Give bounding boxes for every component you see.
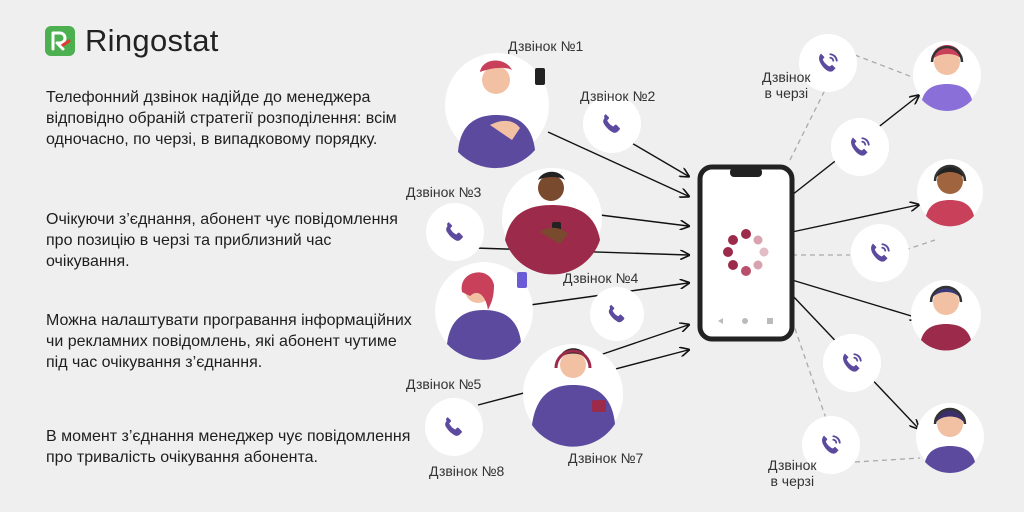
smartphone — [697, 164, 795, 342]
manager-1-avatar — [913, 41, 981, 111]
caller-3-phone-icon — [426, 203, 484, 261]
label-queue-bottom: Дзвінок в черзі — [768, 457, 817, 489]
label-call-2: Дзвінок №2 — [580, 88, 656, 104]
manager-3-avatar — [911, 280, 981, 351]
ringostat-logo-icon — [45, 26, 75, 56]
caller-1-avatar — [445, 53, 549, 169]
queue-line-top-b — [854, 54, 921, 81]
brand-name: Ringostat — [85, 23, 219, 58]
arrow-call-2 — [629, 141, 688, 176]
caller-3-avatar — [502, 168, 602, 275]
caller-4-phone-icon — [590, 287, 644, 341]
queue-phone-icon-mid — [851, 224, 909, 282]
loading-spinner-icon — [723, 229, 769, 276]
label-call-5: Дзвінок №5 — [406, 376, 482, 392]
manager-2-avatar — [917, 159, 983, 227]
caller-2-phone-icon — [583, 95, 641, 153]
caller-8-phone-icon — [425, 398, 483, 456]
arrow-manager-3 — [791, 279, 918, 318]
queue-lines — [789, 54, 936, 463]
arrow-call-3a — [599, 214, 688, 226]
paragraph-distribution: Телефонний дзвінок надійде до менеджера … — [46, 89, 397, 148]
paragraph-queue-position: Очікуючи з’єднання, абонент чує повідомл… — [46, 211, 398, 270]
manager-4-avatar — [916, 403, 984, 473]
caller-5-avatar — [435, 262, 533, 360]
label-call-8: Дзвінок №8 — [429, 463, 505, 479]
arrow-call-1 — [547, 131, 688, 196]
manager-3-phone-icon — [823, 334, 881, 392]
caller-7-avatar — [523, 344, 623, 447]
queue-line-bottom-b — [854, 457, 921, 463]
paragraph-wait-duration: В момент з’єднання менеджер чує повідомл… — [46, 428, 411, 466]
label-call-4: Дзвінок №4 — [563, 270, 639, 286]
logo: Ringostat — [45, 23, 219, 59]
queue-phone-icon-bottom — [802, 416, 860, 474]
queue-line-mid-b — [904, 239, 936, 251]
label-queue-top: Дзвінок в черзі — [762, 69, 811, 101]
manager-1-phone-icon — [831, 118, 889, 176]
label-call-7: Дзвінок №7 — [568, 450, 644, 466]
paragraph-hold-messages: Можна налаштувати програвання інформацій… — [46, 312, 412, 371]
queue-line-top-a — [789, 79, 831, 161]
label-call-1: Дзвінок №1 — [508, 38, 584, 54]
arrow-call-7 — [599, 325, 688, 356]
arrow-manager-2 — [791, 205, 918, 233]
queue-line-bottom-a — [791, 319, 831, 431]
queue-phone-icon-top — [799, 34, 857, 92]
label-call-3: Дзвінок №3 — [406, 184, 482, 200]
